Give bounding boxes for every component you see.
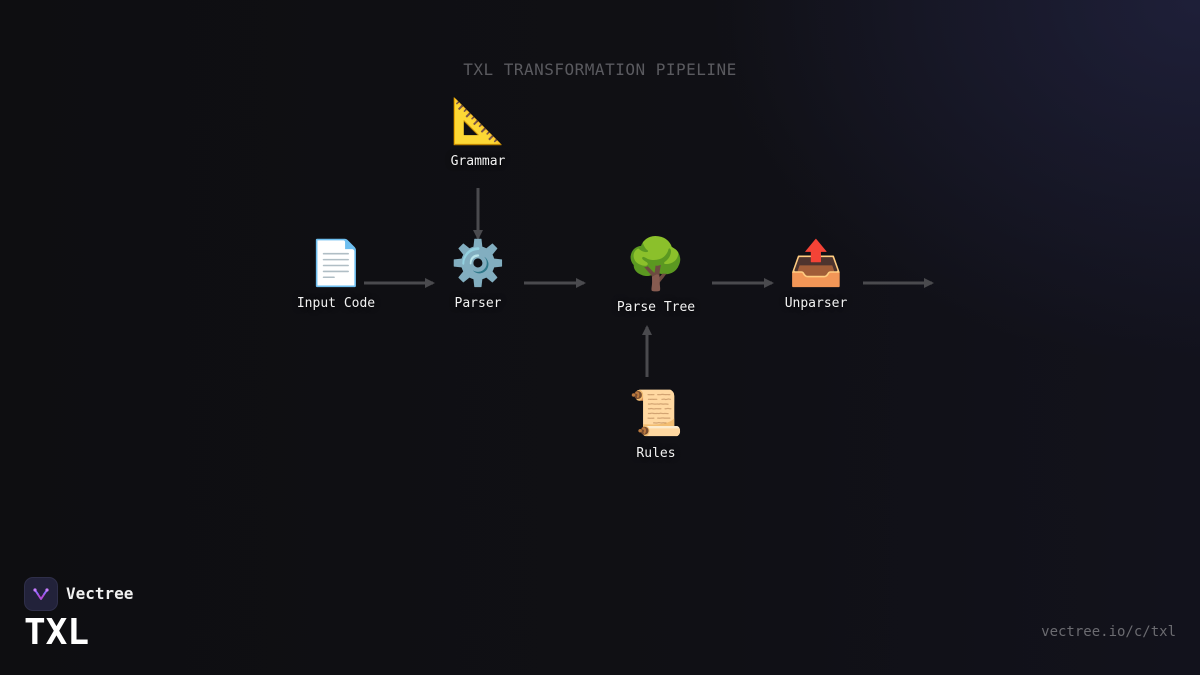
- node-label-parser: Parser: [454, 296, 502, 311]
- course-url: vectree.io/c/txl: [1041, 624, 1176, 640]
- diagram-title: TXL TRANSFORMATION PIPELINE: [463, 60, 737, 79]
- node-parse-tree: 🌳 Parse Tree: [596, 234, 716, 315]
- node-label-input-code: Input Code: [296, 296, 376, 311]
- node-grammar: 📐 Grammar: [418, 96, 538, 169]
- node-label-unparser: Unparser: [784, 296, 848, 311]
- node-label-parse-tree: Parse Tree: [616, 300, 696, 315]
- triangular-ruler-icon: 📐: [450, 96, 506, 147]
- tree-icon: 🌳: [624, 235, 688, 293]
- outbox-tray-icon: 📤: [788, 238, 844, 289]
- gear-icon: ⚙️: [450, 238, 506, 289]
- product-name: TXL: [24, 612, 90, 653]
- document-icon: 📄: [308, 238, 364, 289]
- vectree-logo-mark: [33, 588, 49, 600]
- node-unparser: 📤 Unparser: [756, 238, 876, 311]
- scroll-icon: 📜: [628, 388, 684, 439]
- node-rules: 📜 Rules: [596, 388, 716, 461]
- vectree-logo: [24, 577, 58, 611]
- node-parser: ⚙️ Parser: [418, 238, 538, 311]
- node-input-code: 📄 Input Code: [276, 238, 396, 311]
- company-name: Vectree: [66, 584, 134, 603]
- node-label-rules: Rules: [636, 446, 676, 461]
- node-label-grammar: Grammar: [450, 154, 506, 169]
